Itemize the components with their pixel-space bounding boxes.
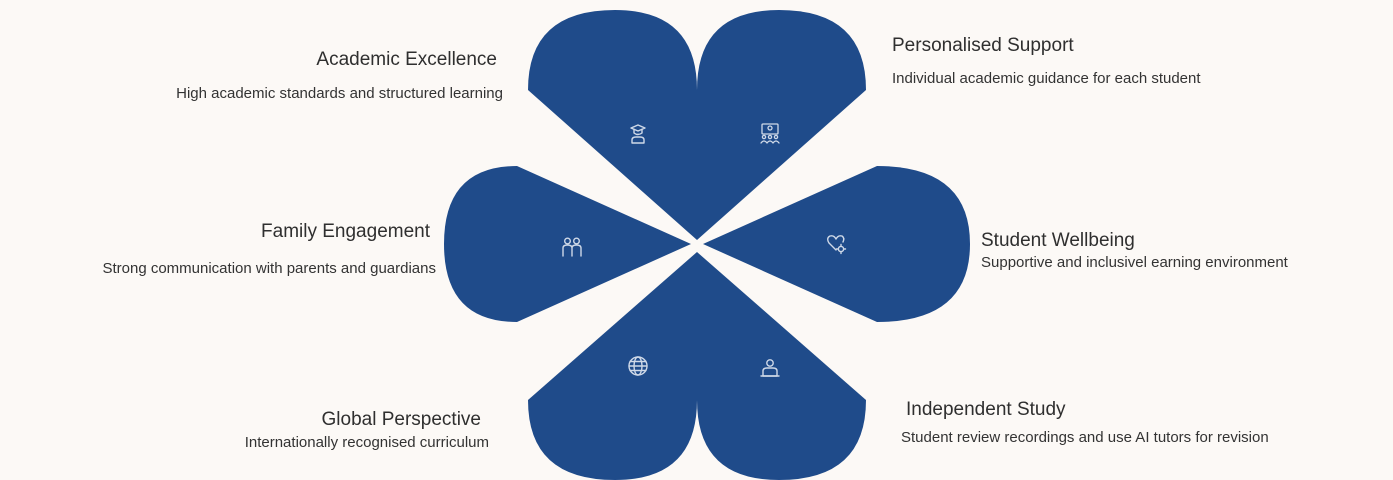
desc-global-perspective: Internationally recognised curriculum bbox=[245, 434, 489, 452]
mentor-group-icon bbox=[760, 123, 780, 144]
family-icon bbox=[562, 237, 582, 257]
segment-description: Individual academic guidance for each st… bbox=[892, 70, 1201, 87]
student-laptop-icon bbox=[760, 359, 780, 377]
segment-title: Student Wellbeing bbox=[981, 230, 1135, 251]
desc-personalised-support: Individual academic guidance for each st… bbox=[892, 70, 1201, 88]
label-family-engagement: Family Engagement bbox=[261, 221, 430, 243]
desc-family-engagement: Strong communication with parents and gu… bbox=[102, 260, 436, 278]
desc-academic-excellence: High academic standards and structured l… bbox=[176, 85, 503, 103]
petal-global-perspective bbox=[528, 252, 697, 480]
segment-description: Strong communication with parents and gu… bbox=[102, 260, 436, 277]
desc-student-wellbeing: Supportive and inclusivel earning enviro… bbox=[981, 254, 1288, 272]
graduate-icon bbox=[630, 124, 646, 144]
petal-academic-excellence bbox=[528, 10, 697, 240]
petal-family-engagement bbox=[444, 166, 691, 322]
globe-icon bbox=[628, 356, 648, 376]
label-student-wellbeing: Student Wellbeing bbox=[981, 230, 1135, 252]
segment-title: Academic Excellence bbox=[316, 49, 497, 70]
segment-title: Family Engagement bbox=[261, 221, 430, 242]
segment-description: Student review recordings and use AI tut… bbox=[901, 429, 1269, 446]
label-personalised-support: Personalised Support bbox=[892, 35, 1074, 57]
segment-description: High academic standards and structured l… bbox=[176, 85, 503, 102]
petal-student-wellbeing bbox=[703, 166, 970, 322]
heart-care-icon bbox=[827, 235, 847, 255]
label-global-perspective: Global Perspective bbox=[322, 409, 481, 431]
segment-description: Internationally recognised curriculum bbox=[244, 434, 489, 451]
segment-title: Global Perspective bbox=[321, 409, 481, 430]
desc-independent-study: Student review recordings and use AI tut… bbox=[901, 429, 1269, 447]
segment-title: Personalised Support bbox=[892, 35, 1074, 56]
label-academic-excellence: Academic Excellence bbox=[316, 49, 497, 71]
petal-independent-study bbox=[697, 252, 866, 480]
label-independent-study: Independent Study bbox=[906, 399, 1066, 421]
petal-personalised-support bbox=[697, 10, 866, 240]
segment-description: Supportive and inclusivel earning enviro… bbox=[981, 254, 1288, 271]
segment-title: Independent Study bbox=[906, 399, 1066, 420]
